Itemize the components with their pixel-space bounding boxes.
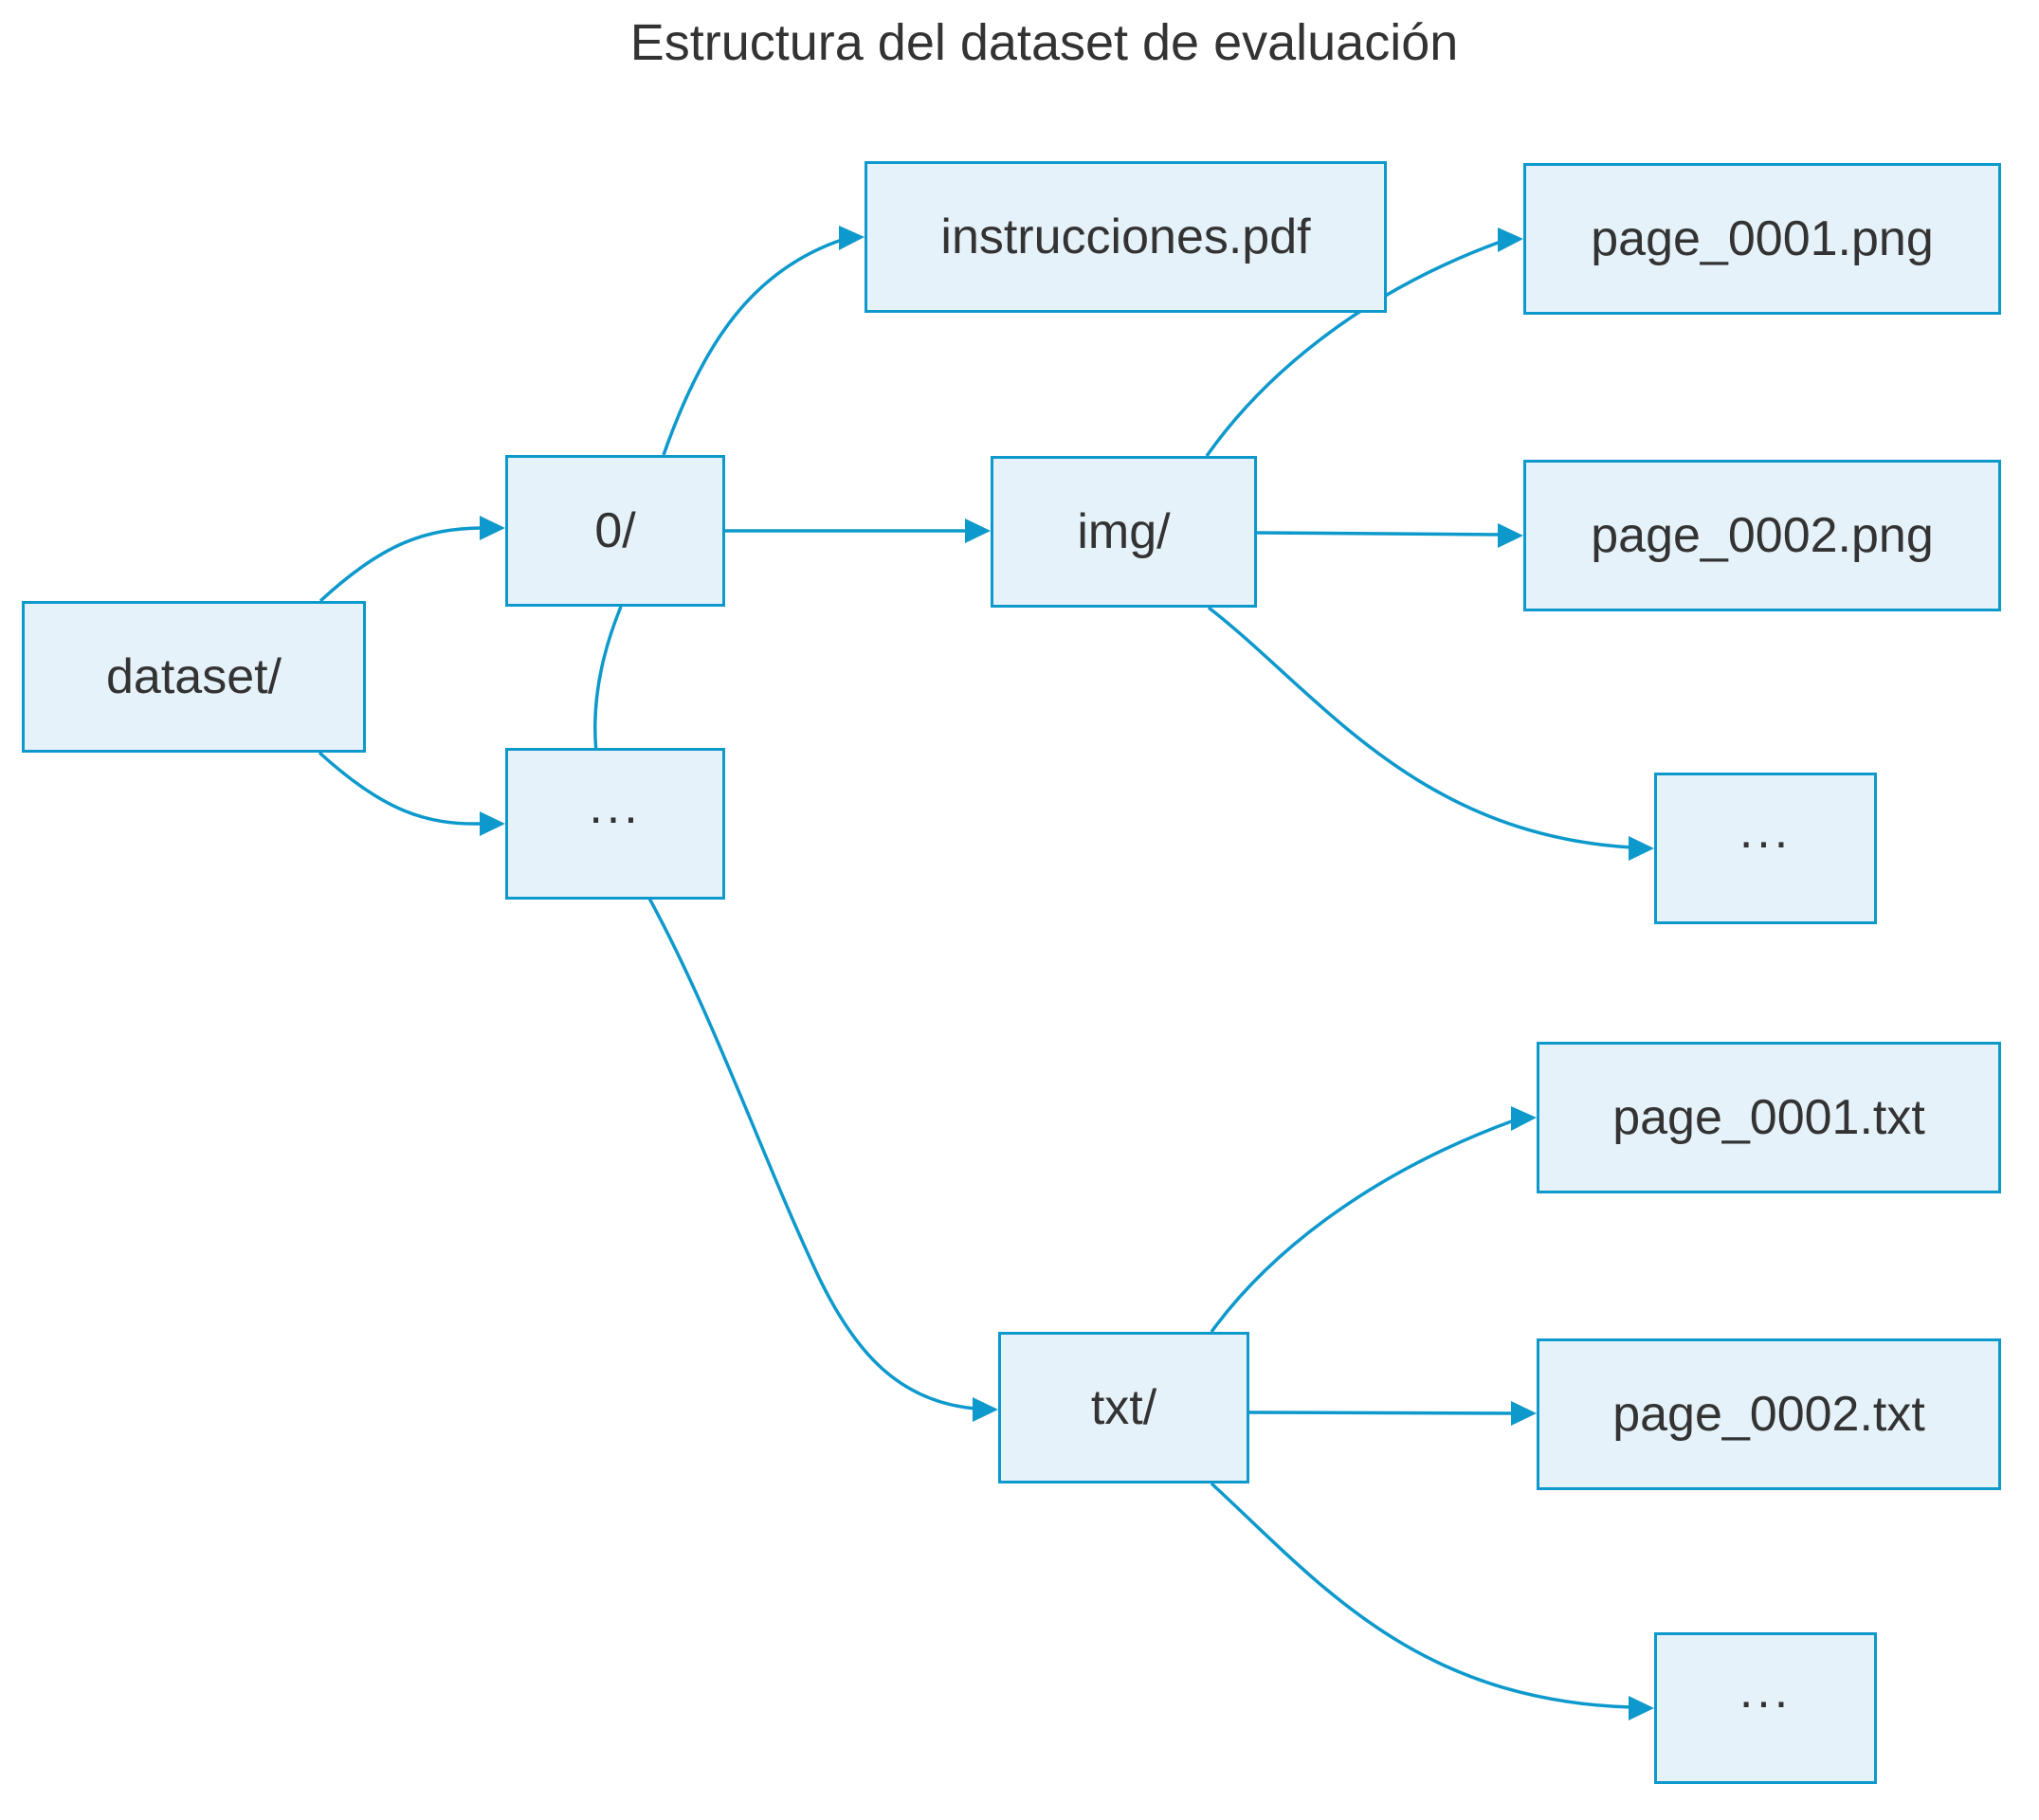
- node-label: page_0001.txt: [1612, 1090, 1925, 1145]
- node-ellipsis-1: ...: [505, 748, 725, 900]
- node-0: 0/: [505, 455, 725, 607]
- node-page-0002-txt: page_0002.txt: [1537, 1338, 2001, 1490]
- edge-img-to-page2png: [1256, 523, 1523, 548]
- node-page-0001-png: page_0001.png: [1523, 163, 2001, 315]
- node-dataset: dataset/: [22, 601, 366, 753]
- node-label: page_0002.txt: [1612, 1387, 1925, 1442]
- node-page-0002-png: page_0002.png: [1523, 460, 2001, 611]
- edge-0-to-txt: [593, 606, 998, 1422]
- node-page-0001-txt: page_0001.txt: [1537, 1042, 2001, 1193]
- node-label: page_0001.png: [1591, 211, 1934, 266]
- node-img: img/: [991, 456, 1257, 608]
- edge-dataset-to-0: [319, 516, 505, 603]
- edge-txt-to-page2txt: [1248, 1401, 1537, 1426]
- node-txt: txt/: [998, 1332, 1249, 1483]
- edge-0-to-img: [725, 519, 991, 543]
- node-label: ...: [589, 779, 642, 834]
- node-label: img/: [1077, 504, 1171, 559]
- edge-0-to-instrucciones: [662, 226, 865, 456]
- node-label: instrucciones.pdf: [940, 209, 1311, 264]
- node-label: page_0002.png: [1591, 508, 1934, 563]
- node-label: 0/: [594, 503, 636, 558]
- node-label: ...: [1739, 1664, 1793, 1719]
- diagram-title: Estructura del dataset de evaluación: [629, 14, 1459, 71]
- edge-txt-to-page1txt: [1210, 1106, 1537, 1334]
- node-ellipsis-3: ...: [1654, 1632, 1877, 1784]
- node-instrucciones-pdf: instrucciones.pdf: [865, 161, 1387, 313]
- edge-img-to-ellipsis2: [1207, 606, 1654, 861]
- node-label: txt/: [1090, 1380, 1157, 1435]
- node-label: dataset/: [105, 649, 282, 704]
- edge-dataset-to-ellipsis1: [318, 751, 505, 836]
- node-label: ...: [1739, 804, 1793, 859]
- edge-txt-to-ellipsis3: [1210, 1482, 1654, 1720]
- edge-img-to-page1png: [1205, 228, 1523, 458]
- node-ellipsis-2: ...: [1654, 773, 1877, 924]
